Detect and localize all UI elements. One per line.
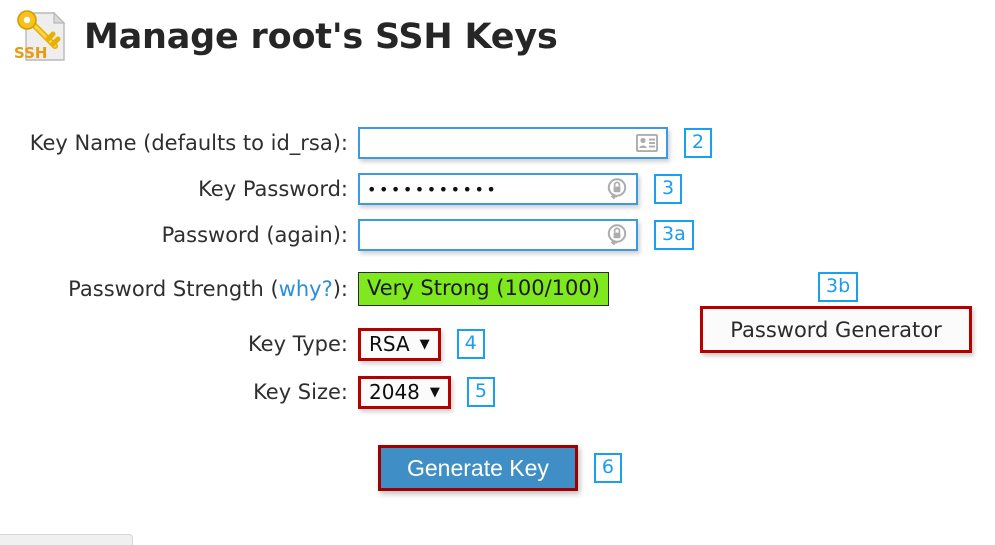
ssh-key-document-icon: SSH: [10, 8, 68, 66]
chevron-down-icon: ▼: [429, 384, 440, 400]
key-size-label: Key Size:: [253, 380, 348, 404]
lock-autofill-icon[interactable]: [602, 221, 632, 249]
password-strength-label: Password Strength (why?):: [0, 277, 358, 301]
key-password-label: Key Password:: [198, 177, 348, 201]
badge-key-name: 2: [684, 128, 713, 158]
key-type-field-group: RSA ▼ 4: [358, 327, 485, 361]
chevron-down-icon: ▼: [419, 336, 430, 352]
badge-key-password: 3: [654, 174, 683, 204]
key-password-input-value: •••••••••••: [367, 179, 499, 199]
password-again-field-group: 3a: [358, 219, 694, 251]
key-name-field-group: 2: [358, 127, 713, 159]
password-strength-label-suffix: ):: [332, 277, 348, 301]
bottom-status-strip: [0, 534, 133, 545]
key-type-label: Key Type:: [247, 332, 348, 356]
key-password-field-group: ••••••••••• 3: [358, 173, 683, 205]
contact-card-icon[interactable]: [632, 129, 662, 157]
generate-key-field-group: Generate Key 6: [378, 445, 623, 491]
key-name-label: Key Name (defaults to id_rsa):: [29, 131, 348, 155]
key-size-field-group: 2048 ▼ 5: [358, 375, 495, 409]
badge-password-generator: 3b: [818, 272, 859, 302]
generate-key-button[interactable]: Generate Key: [378, 445, 578, 491]
key-type-selected-value: RSA: [369, 332, 410, 356]
password-strength-value: Very Strong (100/100): [358, 271, 609, 307]
password-generator-button[interactable]: Password Generator: [700, 306, 972, 353]
ssh-key-form: Key Name (defaults to id_rsa): 2: [0, 120, 995, 498]
generate-key-row: Generate Key 6: [0, 438, 995, 498]
key-type-select[interactable]: RSA ▼: [358, 327, 441, 361]
password-again-input[interactable]: [358, 219, 638, 251]
key-type-row: Key Type: RSA ▼ 4: [0, 320, 995, 368]
key-password-input[interactable]: •••••••••••: [358, 173, 638, 205]
svg-text:SSH: SSH: [14, 44, 48, 62]
page-title: Manage root's SSH Keys: [84, 16, 558, 57]
password-strength-why-link[interactable]: why?: [278, 277, 333, 301]
key-password-row: Key Password: ••••••••••• 3: [0, 166, 995, 212]
key-size-row: Key Size: 2048 ▼ 5: [0, 368, 995, 416]
key-name-input[interactable]: [358, 127, 668, 159]
badge-password-again: 3a: [654, 220, 694, 250]
key-name-row: Key Name (defaults to id_rsa): 2: [0, 120, 995, 166]
badge-key-size: 5: [466, 377, 495, 407]
badge-generate-key: 6: [593, 453, 623, 483]
page-header: SSH Manage root's SSH Keys: [10, 8, 558, 66]
password-strength-field-group: Very Strong (100/100): [358, 271, 609, 307]
badge-key-type: 4: [456, 329, 485, 359]
password-strength-label-prefix: Password Strength (: [68, 277, 279, 301]
lock-autofill-icon[interactable]: [602, 175, 632, 203]
password-generator-group: 3b Password Generator: [700, 272, 972, 353]
key-size-selected-value: 2048: [369, 380, 420, 404]
password-again-row: Password (again): 3a: [0, 212, 995, 258]
key-size-select[interactable]: 2048 ▼: [358, 375, 451, 409]
password-strength-row: Password Strength (why?): Very Strong (1…: [0, 258, 995, 320]
password-again-label: Password (again):: [161, 223, 348, 247]
